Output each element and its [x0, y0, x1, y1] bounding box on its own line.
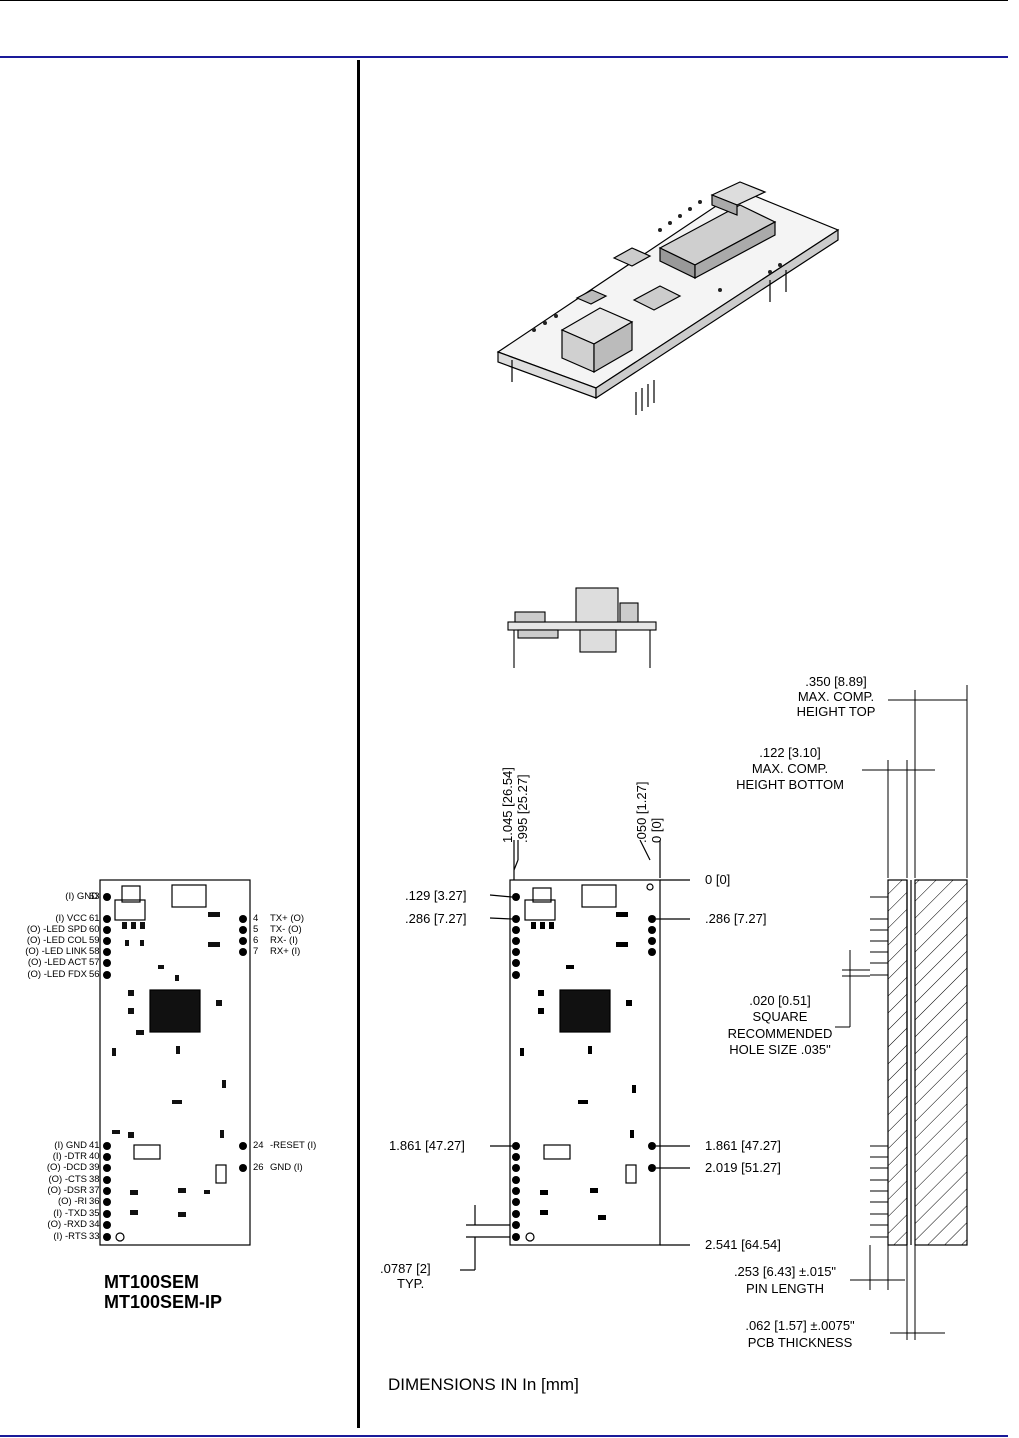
dim-label: 0 [0] [705, 872, 731, 887]
dim-label-vertical: 1.045 [26.54] [500, 767, 515, 843]
pin-label-left-bottom: (O) -RXD [47, 1219, 87, 1230]
pin-label-right-top: RX- (I) [270, 935, 298, 946]
pin-number: 7 [253, 946, 259, 957]
pin-number: 34 [89, 1219, 100, 1230]
dim-label-vertical: .050 [1.27] [634, 781, 649, 843]
dim-label: .129 [3.27] [405, 888, 467, 903]
pin-number: 57 [89, 957, 100, 968]
pin-label-left-top: (O) -LED LINK [25, 946, 87, 957]
dim-label: PCB THICKNESS [747, 1335, 853, 1350]
pin-label-left-top: (O) -LED COL [26, 935, 87, 946]
pin-number: 38 [89, 1174, 100, 1185]
dim-label: .062 [1.57] ±.0075" [745, 1318, 855, 1333]
pin-number: 6 [253, 935, 259, 946]
pin-label-right-top: TX+ (O) [270, 913, 305, 924]
pin-label-left-bottom: (O) -RI [57, 1196, 87, 1207]
pin-label-left-bottom: (I) -TXD [53, 1208, 87, 1219]
pin-number: 36 [89, 1196, 100, 1207]
pin-number: 35 [89, 1208, 100, 1219]
dim-label: .286 [7.27] [705, 911, 767, 926]
pin-label-left-top: (I) VCC [55, 913, 87, 924]
pin-label-left-bottom: (I) -RTS [53, 1231, 87, 1242]
pin-number: 56 [89, 969, 100, 980]
units-note: DIMENSIONS IN In [mm] [388, 1375, 579, 1394]
pin-label-right-top: RX+ (I) [270, 946, 301, 957]
pin-number: 4 [253, 913, 259, 924]
pin-number: 59 [89, 935, 100, 946]
dim-label: .020 [0.51] [749, 993, 811, 1008]
top-rule [0, 0, 1008, 1]
pin-label-left-top: (I) GND [65, 891, 98, 902]
dim-label: 2.019 [51.27] [705, 1160, 781, 1175]
dim-label-vertical: .995 [25.27] [515, 774, 530, 843]
pin-number: 41 [89, 1140, 100, 1151]
pin-label-right-top: TX- (O) [270, 924, 302, 935]
dim-label: 1.861 [47.27] [389, 1138, 465, 1153]
dim-label: HEIGHT TOP [796, 704, 876, 719]
pin-label-right-bottom: -RESET (I) [270, 1140, 317, 1151]
pin-label-left-top: (O) -LED ACT [27, 957, 87, 968]
dim-label: 1.861 [47.27] [705, 1138, 781, 1153]
dim-label: RECOMMENDED [727, 1026, 833, 1041]
dim-label: MAX. COMP. [751, 761, 829, 776]
pin-number: 60 [89, 924, 100, 935]
pin-number: 5 [253, 924, 259, 935]
header-rule [0, 56, 1008, 58]
pin-label-left-bottom: (I) -DTR [52, 1151, 87, 1162]
model-name-1: MT100SEM [104, 1272, 200, 1292]
dim-label: TYP. [397, 1276, 425, 1291]
pin-number: 33 [89, 1231, 100, 1242]
model-name-2: MT100SEM-IP [104, 1292, 223, 1312]
dim-label-vertical: 0 [0] [649, 817, 664, 843]
pin-label-left-top: (O) -LED SPD [26, 924, 87, 935]
dim-label: .286 [7.27] [405, 911, 467, 926]
pin-number: 63 [89, 891, 100, 902]
dim-label: .0787 [2] [380, 1261, 431, 1276]
dim-label: .350 [8.89] [805, 674, 867, 689]
pin-number: 24 [253, 1140, 264, 1151]
footer-rule [0, 1435, 1008, 1437]
column-divider [357, 60, 360, 1428]
pin-number: 39 [89, 1162, 100, 1173]
pin-label-left-top: (O) -LED FDX [27, 969, 87, 980]
pin-label-left-bottom: (I) GND [54, 1140, 87, 1151]
dim-label: MAX. COMP. [797, 689, 875, 704]
dim-label: PIN LENGTH [745, 1281, 824, 1296]
pin-label-left-bottom: (O) -DCD [46, 1162, 87, 1173]
pin-number: 61 [89, 913, 100, 924]
pin-label-left-bottom: (O) -CTS [48, 1174, 87, 1185]
pin-label-right-bottom: GND (I) [270, 1162, 303, 1173]
dim-label: 2.541 [64.54] [705, 1237, 781, 1252]
dim-label: HOLE SIZE .035" [729, 1042, 831, 1057]
dim-label: HEIGHT BOTTOM [736, 777, 844, 792]
pin-label-left-bottom: (O) -DSR [47, 1185, 87, 1196]
dim-label: .253 [6.43] ±.015" [733, 1264, 837, 1279]
pin-number: 37 [89, 1185, 100, 1196]
pin-number: 26 [253, 1162, 264, 1173]
dim-label: SQUARE [752, 1009, 808, 1024]
dim-label: .122 [3.10] [759, 745, 821, 760]
pin-number: 40 [89, 1151, 100, 1162]
pin-number: 58 [89, 946, 100, 957]
